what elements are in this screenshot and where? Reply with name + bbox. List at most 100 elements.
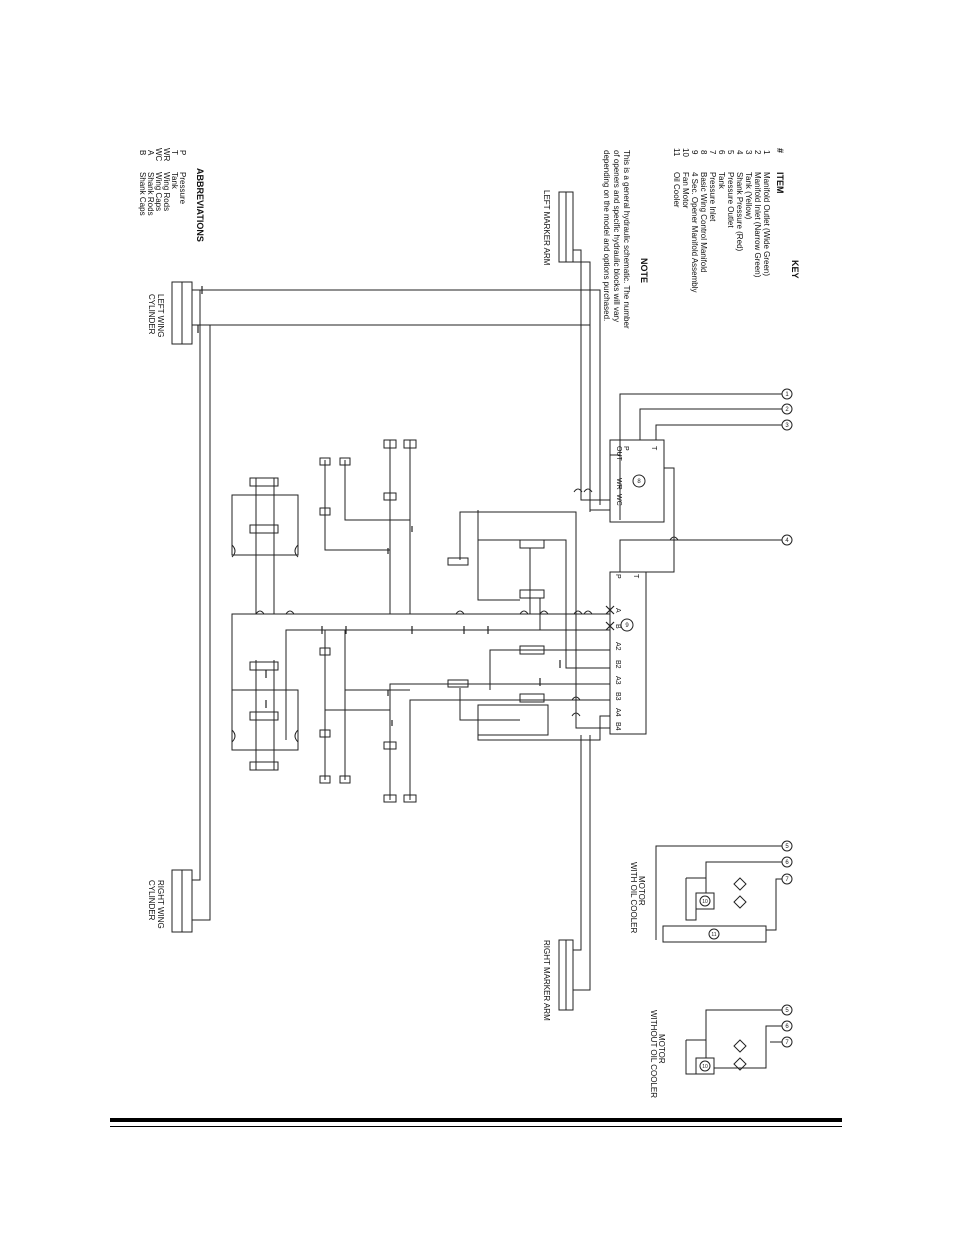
left-marker-arm-label: LEFT MARKER ARM [542, 190, 551, 266]
page-divider-thick [110, 1118, 842, 1122]
abbreviations-title: ABBREVIATIONS [195, 168, 205, 242]
key-item-label-10: Fan Motor [681, 172, 690, 209]
key-title: KEY [790, 260, 800, 279]
m9-port-a2: A2 [614, 642, 621, 651]
key-item-num-9: 9 [690, 150, 699, 155]
right-marker-arm-label: RIGHT MARKER ARM [542, 940, 551, 1021]
opener-group-center-lower [319, 630, 417, 803]
callout-label-3: 3 [785, 423, 789, 429]
m9-port-b4: B4 [614, 722, 621, 731]
check-valves [197, 286, 615, 726]
manifold-8-number-circle [632, 474, 646, 488]
fan-motor-10b [695, 1057, 715, 1075]
left-wing-line-wr [192, 289, 601, 505]
key-item-num-2: 2 [753, 150, 762, 155]
key-item-label-8: Basic Wing Control Manifold [699, 172, 708, 273]
key-item-label-3: Tank (Yellow) [744, 172, 753, 220]
bus-line-b2 [477, 510, 610, 669]
callout-label-5: 5 [785, 844, 789, 850]
key-item-label-2: Manifold Inlet (Narrow Green) [753, 172, 762, 278]
manifold-9-number: 9 [625, 623, 629, 629]
key-item-header: ITEM [775, 172, 785, 194]
bus-line-b4 [459, 511, 610, 729]
abbr-code-b: B [138, 150, 147, 156]
bus-line-a2 [489, 649, 610, 690]
opener-group-right-center [447, 645, 549, 736]
key-item-num-10: 10 [681, 148, 690, 157]
callout-label-5b: 5 [785, 1008, 789, 1014]
manifold-8 [609, 439, 665, 523]
line-m8-to-m9-tank [646, 467, 675, 573]
bus-line-b3 [409, 699, 610, 800]
note-text: This is a general hydraulic schematic. T… [602, 150, 631, 329]
callout-label-1: 1 [785, 392, 789, 398]
callout-label-2: 2 [785, 407, 789, 413]
fan-motor-label: 10 [702, 899, 708, 905]
key-item-num-3: 3 [744, 150, 753, 155]
key-item-label-1: Manifold Outlet (Wide Green) [762, 172, 771, 277]
line-shank-to-m9 [619, 539, 690, 572]
motor-without-oil-cooler [685, 1004, 793, 1075]
key-item-num-1: 1 [762, 150, 771, 155]
right-marker-line-1 [573, 735, 582, 951]
note-title: NOTE [639, 258, 649, 284]
key-item-label-5: Pressure Outlet [726, 172, 735, 228]
bus-line-b [285, 629, 610, 740]
right-wing-cylinder-label: CYLINDER [147, 880, 156, 921]
crossover-hops [255, 488, 679, 717]
key-item-num-6: 6 [717, 150, 726, 155]
manifold-9 [609, 571, 647, 735]
key-item-label-6: Tank [717, 172, 726, 189]
right-wing-line-2 [192, 325, 211, 921]
key-item-label-11: Oil Cooler [672, 172, 681, 208]
key-item-label-7: Pressure Inlet [708, 172, 717, 222]
fan-motor-label-b: 10 [702, 1064, 708, 1070]
key-item-num-8: 8 [699, 150, 708, 155]
opener-group-upper-right [447, 510, 545, 630]
key-item-num-5: 5 [726, 150, 735, 155]
key-item-label-4: Shank Pressure (Red) [735, 172, 744, 252]
line-outlet [619, 393, 782, 520]
bus-line-a3 [389, 683, 610, 800]
line-inlet [639, 408, 782, 440]
left-wing-line-wc [192, 324, 591, 512]
manifold-9-number-circle [620, 618, 634, 632]
right-marker-line-2 [573, 735, 591, 991]
callout-label-6: 6 [785, 860, 789, 866]
line-tank [655, 424, 782, 440]
page-divider-thin [110, 1126, 842, 1127]
oil-cooler-11 [662, 925, 767, 943]
m9-port-a: A [614, 608, 621, 613]
m8-port-t: T [650, 446, 657, 451]
motor-without-oil-cooler-label: WITHOUT OIL COOLER [649, 1010, 658, 1099]
key-item-num-11: 11 [672, 148, 681, 157]
oil-cooler-label: 11 [711, 932, 716, 938]
key-item-num-4: 4 [735, 150, 744, 155]
m9-port-b: B [614, 624, 621, 629]
key-item-num-7: 7 [708, 150, 717, 155]
left-wing-label: LEFT WING [156, 294, 165, 338]
key-item-label-9: 4 Sec. Opener Manifold Assembly [690, 172, 699, 293]
right-wing-line-1 [192, 290, 201, 881]
m9-port-a4: A4 [614, 708, 621, 717]
callout-label-4: 4 [785, 538, 789, 544]
manifold-8-number: 8 [637, 479, 641, 485]
right-wing-label: RIGHT WING [156, 880, 165, 929]
motor-with-oil-cooler [655, 840, 793, 943]
m8-port-wc: WC [615, 494, 622, 506]
m9-port-a3: A3 [614, 676, 621, 685]
motor-with-oil-cooler-label: WITH OIL COOLER [629, 862, 638, 934]
callout-label-6b: 6 [785, 1024, 789, 1030]
m9-port-t: T [632, 574, 639, 579]
m9-port-p: P [614, 574, 621, 579]
left-marker-line-1 [573, 249, 610, 501]
key-hash-header: # [775, 148, 785, 154]
m9-port-b3: B3 [614, 692, 621, 701]
bus-line-a [231, 613, 610, 740]
opener-group-upper-center [319, 439, 417, 614]
fan-motor-10 [695, 892, 715, 910]
callout-label-7b: 7 [785, 1040, 789, 1046]
m8-port-out: OUT [615, 446, 622, 461]
opener-group-left-upper [231, 477, 299, 614]
